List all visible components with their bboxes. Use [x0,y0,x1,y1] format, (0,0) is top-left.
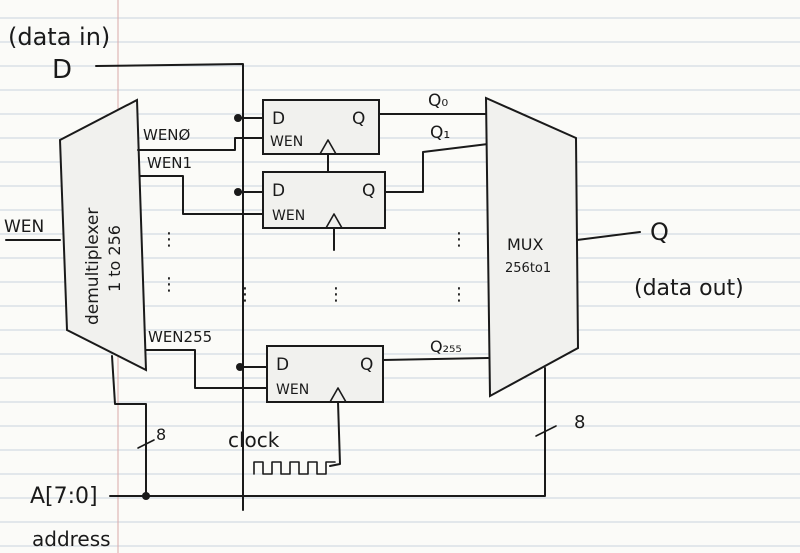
flip-flop-1: D Q WEN [262,171,386,229]
ff0-q-pin: Q [352,109,365,129]
d-junction-0 [234,114,242,122]
mux-label: MUX [507,235,544,254]
ff255-q-pin: Q [360,355,373,375]
q-output-label: Q [650,218,669,246]
wen1-wire [139,175,267,215]
bus-width-slash-left [137,439,155,449]
demultiplexer-block [58,98,148,372]
q-ellipsis-2: ⋮ [450,284,468,305]
d-junction-255 [236,363,244,371]
wen0-wire [137,137,267,151]
q1-wire [384,143,489,193]
q1-label: Q₁ [430,123,450,143]
q255-label: Q₂₅₅ [430,337,462,356]
address-word-label: address [32,527,111,551]
data-in-note: (data in) [8,23,110,51]
flip-flop-0: D Q WEN [262,99,380,155]
data-out-note: (data out) [634,276,744,301]
mux-block [484,96,580,398]
d-bus-ellipsis: ⋮ [236,284,254,305]
d-input-wire [95,63,244,511]
address-bus-label: A[7:0] [30,484,98,509]
ff255-wen-pin: WEN [276,382,309,398]
d-input-label: D [52,55,72,85]
q255-wire [382,357,489,361]
ff1-d-pin: D [272,181,285,201]
ff1-wen-pin: WEN [272,208,305,224]
demux-ratio-label: 1 to 256 [105,225,124,292]
clock-wire-ff255 [329,401,341,467]
clock-waveform [253,461,336,475]
q0-label: Q₀ [428,91,448,111]
ff0-d-pin: D [272,109,285,129]
wen255-label: WEN255 [148,328,212,346]
ff255-d-pin: D [276,355,289,375]
ff0-wen-pin: WEN [270,134,303,150]
address-bus-wire [109,367,546,497]
wen255-wire [145,349,267,389]
address-to-demux [111,355,147,497]
bus-width-slash-right [535,425,557,437]
demux-label: demultiplexer [83,208,103,325]
clock-label: clock [228,428,280,452]
wen0-label: WENØ [143,126,191,144]
flip-flop-255: D Q WEN [266,345,384,403]
mux-output-wire [576,231,641,241]
clock-ellipsis: ⋮ [327,284,345,305]
wen-input-label: WEN [4,217,44,237]
wen-ellipsis-2: ⋮ [160,229,178,250]
wen-ellipsis: ⋮ [160,274,178,295]
mux-ratio-label: 256to1 [505,261,551,276]
bus-width-right: 8 [574,412,585,433]
ff1-q-pin: Q [362,181,375,201]
wen1-label: WEN1 [147,154,192,172]
d-junction-1 [234,188,242,196]
ff255-clock-notch [329,387,347,403]
bus-width-left: 8 [156,425,166,444]
address-junction [142,492,150,500]
ff0-clock-notch [319,139,337,155]
q-ellipsis: ⋮ [450,229,468,250]
ff1-clock-notch [325,213,343,229]
